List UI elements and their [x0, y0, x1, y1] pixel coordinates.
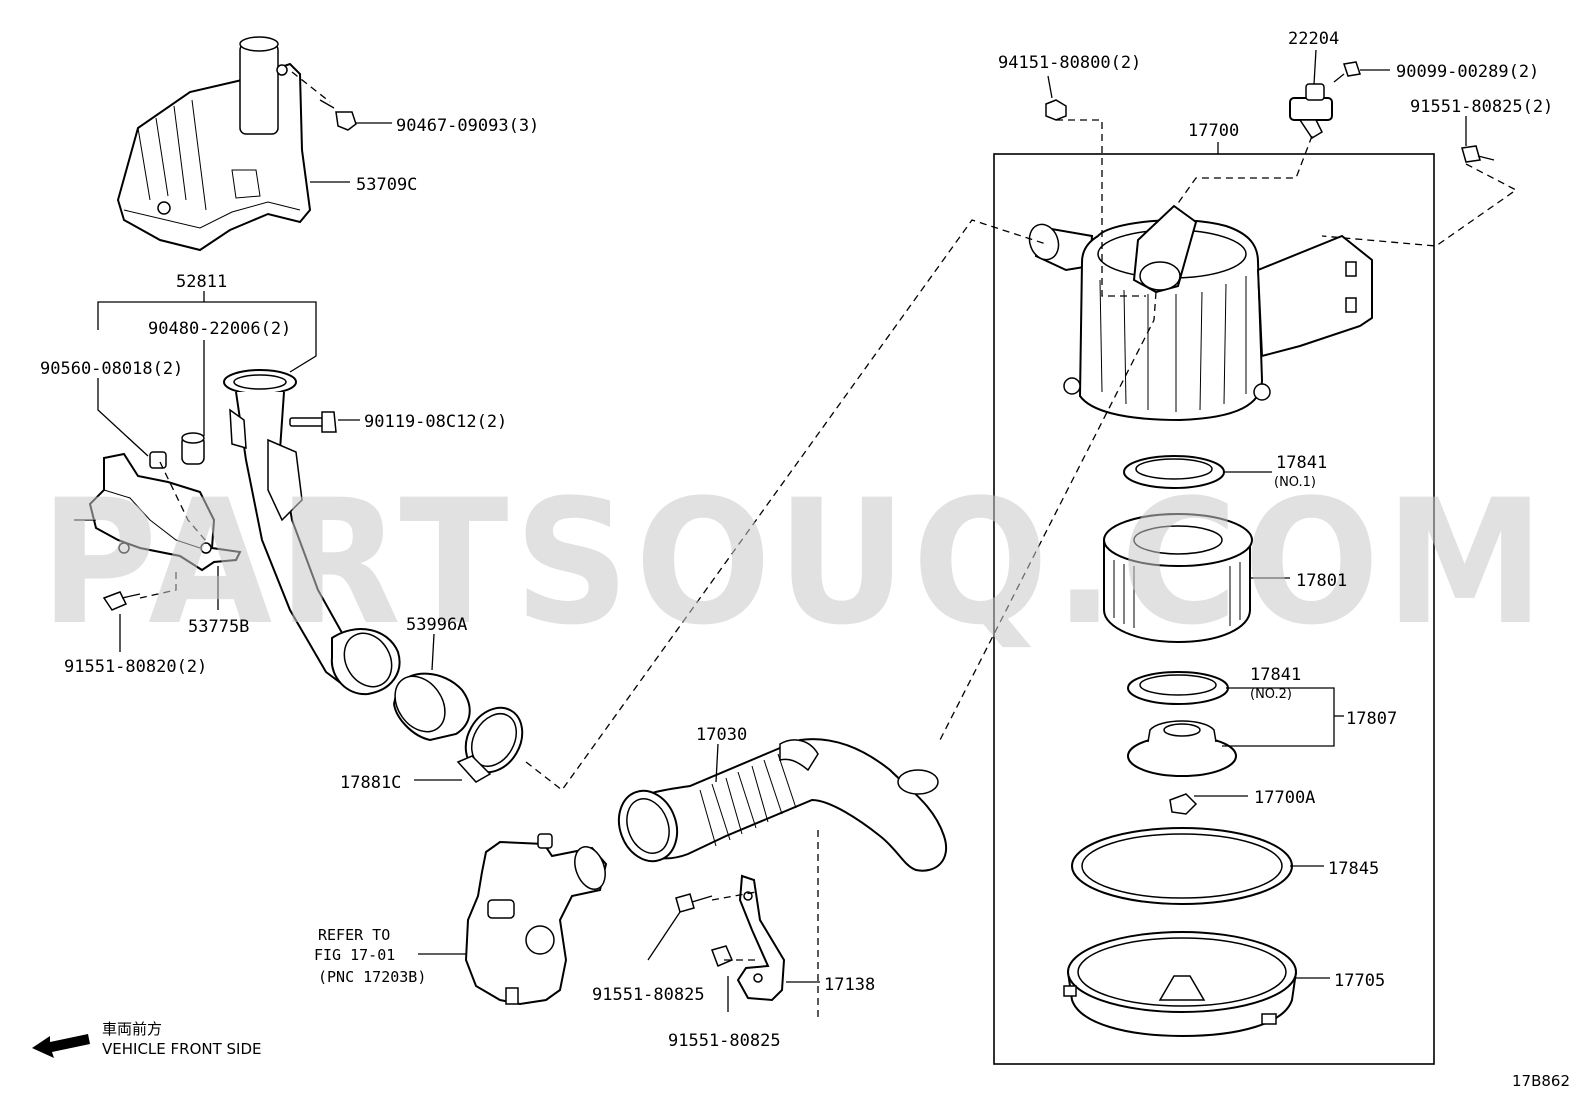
assembly-dashed-lines: [139, 71, 1518, 1020]
front-side-en: VEHICLE FRONT SIDE: [102, 1040, 262, 1058]
leader-lines: [97, 49, 1467, 1012]
label-90099-00289[interactable]: 90099-00289(2): [1396, 62, 1539, 82]
label-17841-no1[interactable]: 17841: [1276, 453, 1327, 473]
label-refer-line1[interactable]: REFER TO: [318, 926, 390, 944]
label-refer-line3[interactable]: (PNC 17203B): [318, 968, 426, 986]
part-90099-screw-drawing[interactable]: [1333, 61, 1361, 83]
label-17807[interactable]: 17807: [1346, 709, 1397, 729]
label-17841-no2-note: (NO.2): [1250, 687, 1292, 702]
part-17705-drawing[interactable]: [1063, 931, 1297, 1038]
part-22204-drawing[interactable]: [1289, 83, 1333, 140]
label-17841-no1-note: (NO.1): [1274, 475, 1316, 490]
part-17841-no2-drawing[interactable]: [1127, 671, 1229, 705]
part-53709c-drawing[interactable]: [116, 36, 312, 252]
label-17700a[interactable]: 17700A: [1254, 788, 1315, 808]
part-90560-collar-drawing[interactable]: [149, 451, 167, 469]
part-17030-drawing[interactable]: [609, 738, 947, 872]
part-17138-drawing[interactable]: [736, 874, 786, 1002]
part-90480-grommet-drawing[interactable]: [181, 432, 205, 465]
part-53996a-drawing[interactable]: [385, 667, 471, 742]
part-17700-box: [993, 153, 1435, 1065]
label-17705[interactable]: 17705: [1334, 971, 1385, 991]
label-91551-80825-a[interactable]: 91551-80825: [592, 985, 705, 1005]
watermark: PARTSOUQ.COM: [40, 462, 1550, 663]
label-90119-08c12[interactable]: 90119-08C12(2): [364, 412, 507, 432]
part-91551-80825-bolt-a-drawing[interactable]: [675, 893, 713, 913]
part-17881c-drawing[interactable]: [454, 698, 533, 783]
part-17801-drawing[interactable]: [1103, 513, 1253, 644]
part-94151-nut-drawing[interactable]: [1045, 99, 1067, 121]
part-53775b-drawing[interactable]: [74, 452, 242, 572]
label-22204[interactable]: 22204: [1288, 29, 1339, 49]
part-90467-clip-drawing[interactable]: [319, 99, 357, 131]
refer-part-17203b-drawing[interactable]: [464, 833, 611, 1006]
label-17801[interactable]: 17801: [1296, 571, 1347, 591]
label-53709c[interactable]: 53709C: [356, 175, 417, 195]
label-17030[interactable]: 17030: [696, 725, 747, 745]
label-52811[interactable]: 52811: [176, 272, 227, 292]
label-53775b[interactable]: 53775B: [188, 617, 249, 637]
front-side-jp: 車両前方: [102, 1020, 162, 1038]
label-refer-line2[interactable]: FIG 17-01: [314, 946, 395, 964]
label-90480-22006[interactable]: 90480-22006(2): [148, 319, 291, 339]
part-17700-housing-drawing[interactable]: [1025, 204, 1373, 422]
label-91551-80825-2[interactable]: 91551-80825(2): [1410, 97, 1553, 117]
label-53996a[interactable]: 53996A: [406, 615, 467, 635]
part-17700a-drawing[interactable]: [1169, 793, 1198, 815]
label-90467-09093[interactable]: 90467-09093(3): [396, 116, 539, 136]
label-17841-no2[interactable]: 17841: [1250, 665, 1301, 685]
part-52811-drawing[interactable]: [223, 369, 401, 696]
front-arrow-icon: [32, 1034, 90, 1058]
part-91551-80820-bolt-drawing[interactable]: [102, 591, 141, 611]
label-17845[interactable]: 17845: [1328, 859, 1379, 879]
figure-code: 17B862: [1512, 1072, 1570, 1090]
label-17881c[interactable]: 17881C: [340, 773, 401, 793]
part-17845-drawing[interactable]: [1071, 827, 1293, 905]
label-17138[interactable]: 17138: [824, 975, 875, 995]
label-91551-80825-b[interactable]: 91551-80825: [668, 1031, 781, 1051]
label-91551-80820[interactable]: 91551-80820(2): [64, 657, 207, 677]
label-90560-08018[interactable]: 90560-08018(2): [40, 359, 183, 379]
part-91551-80825-2-bolt-drawing[interactable]: [1461, 145, 1495, 163]
label-94151-80800[interactable]: 94151-80800(2): [998, 53, 1141, 73]
part-17841-no1-drawing[interactable]: [1123, 455, 1225, 489]
part-90119-bolt-drawing[interactable]: [289, 411, 337, 433]
label-17700[interactable]: 17700: [1188, 121, 1239, 141]
part-91551-80825-bolt-b-drawing[interactable]: [711, 945, 733, 967]
part-17807-drawing[interactable]: [1127, 720, 1237, 777]
